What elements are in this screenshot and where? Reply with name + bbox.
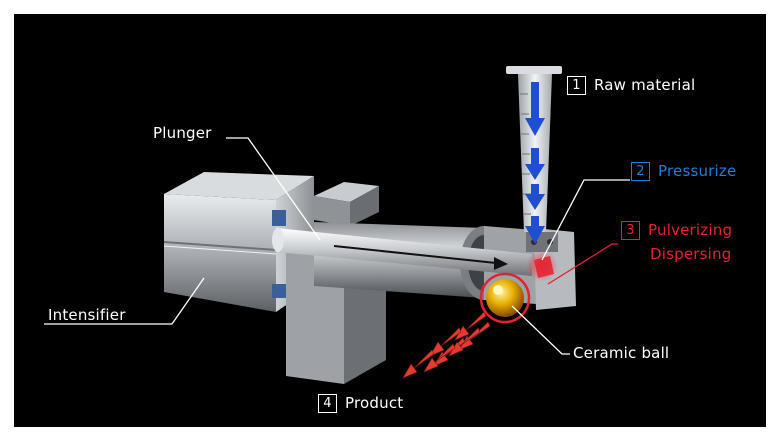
label-raw-material: 1 Raw material [567, 76, 695, 95]
label-plunger: Plunger [153, 124, 212, 142]
pressurize-leader [541, 179, 630, 261]
pulverizing-leader [547, 243, 618, 285]
label-pulverizing: 3 Pulverizing [621, 221, 732, 240]
raw-material-flow-arrows [525, 82, 545, 244]
pulverizing-text: Pulverizing [648, 221, 733, 239]
product-text: Product [345, 394, 404, 412]
step-number-1: 1 [567, 76, 586, 95]
plunger-leader [226, 137, 321, 241]
product-arrows [402, 311, 491, 379]
ceramic-ball-leader [511, 305, 570, 355]
top-bracket [314, 182, 379, 226]
step-number-2: 2 [631, 162, 650, 181]
leader-lines [44, 137, 630, 355]
dispersing-text: Dispersing [650, 245, 732, 263]
step-number-4: 4 [318, 394, 337, 413]
raw-material-text: Raw material [594, 76, 696, 94]
machine-illustration [44, 66, 630, 384]
pressurize-text: Pressurize [658, 162, 737, 180]
label-product: 4 Product [318, 394, 403, 413]
syringe [506, 66, 562, 244]
step-number-3: 3 [621, 221, 640, 240]
diagram-stage: 1 Raw material 2 Pressurize 3 Pulverizing D… [14, 14, 766, 427]
plunger-arrow [333, 245, 508, 270]
label-ceramic-ball: Ceramic ball [573, 344, 670, 362]
intensifier-leader [44, 277, 205, 325]
pulverize-chamber [534, 256, 554, 278]
plunger-rod [272, 228, 532, 276]
label-intensifier: Intensifier [48, 306, 126, 324]
label-pressurize: 2 Pressurize [631, 162, 736, 181]
